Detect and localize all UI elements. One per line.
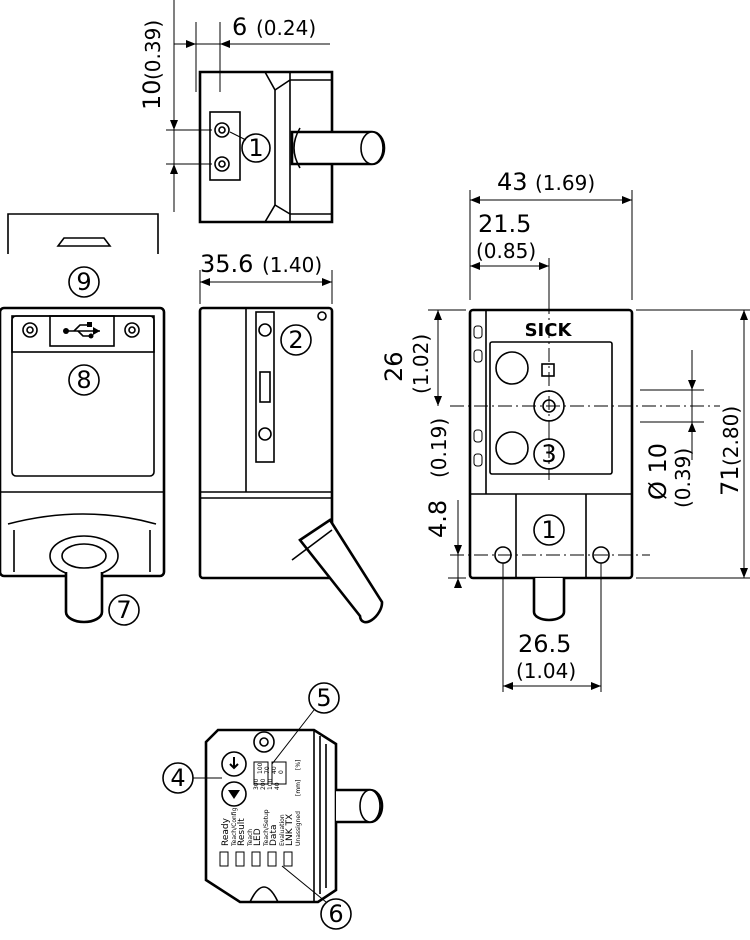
top-view: 6 (0.24) 10 (0.39) 1 xyxy=(138,0,386,224)
dim-hole-spacing: 26.5 xyxy=(518,630,571,658)
callout-2: 2 xyxy=(288,326,303,354)
led-data xyxy=(267,851,277,867)
usb-icon xyxy=(63,322,100,339)
dim-top-width-in: (0.24) xyxy=(256,16,316,40)
scale-100: 100 xyxy=(267,778,274,790)
led-led xyxy=(251,851,261,867)
scale-unit-pct: [%] xyxy=(295,760,302,770)
side-view: 2 35.6 (1.40) xyxy=(198,250,384,624)
dim-side-depth: 35.6 xyxy=(200,250,253,278)
led-data-sub: Evaluation xyxy=(279,814,286,846)
scale-200: 200 xyxy=(260,778,267,790)
scale-r-0: 0 xyxy=(278,770,285,774)
dim-optic-diameter: Ø 10 xyxy=(644,443,672,500)
dim-front-center: 21.5 xyxy=(478,210,531,238)
scale-unit-mm: [mm] xyxy=(295,780,302,796)
usb-cover-view: 9 xyxy=(7,213,159,298)
control-panel-view: 300 200 100 40 100 70 40 0 [mm] [%] Read… xyxy=(162,682,384,930)
callout-9: 9 xyxy=(76,268,91,296)
dim-hole-spacing-in: (1.04) xyxy=(516,659,576,683)
led-result-sub: Teach xyxy=(247,829,254,847)
led-lnktx-label: LNK TX xyxy=(285,814,295,846)
dim-top-width: 6 xyxy=(232,13,247,41)
dim-front-optic-height: 26 xyxy=(380,351,408,382)
vent-marks xyxy=(473,325,483,467)
dim-front-optic-height-in: (1.02) xyxy=(409,334,433,394)
scale-r-70: 70 xyxy=(264,766,271,774)
callout-6: 6 xyxy=(328,900,343,928)
led-ready-sub: Teach/Config xyxy=(231,807,238,847)
dim-front-width: 43 xyxy=(497,168,528,196)
dim-top-height: 10 xyxy=(138,79,166,110)
scale-40: 40 xyxy=(274,782,281,790)
dim-front-center-in: (0.85) xyxy=(476,239,536,263)
scale-300: 300 xyxy=(253,778,260,790)
led-ready xyxy=(219,851,229,867)
callout-5: 5 xyxy=(316,684,331,712)
dim-front-hole-offset: 4.8 xyxy=(424,500,452,538)
led-led-label: LED xyxy=(253,828,263,846)
led-lnktx-sub: Unassigned xyxy=(295,811,302,846)
dim-front-height-in: (2.80) xyxy=(719,406,743,466)
callout-1-top: 1 xyxy=(248,134,263,162)
led-led-sub: Teach/Setup xyxy=(263,809,270,847)
callout-7: 7 xyxy=(116,596,131,624)
front-view: SICK 3 1 43 (1.69) xyxy=(380,168,750,692)
dim-front-height: 71 xyxy=(716,465,744,496)
back-view: 8 7 xyxy=(0,306,166,626)
led-lnktx xyxy=(283,851,293,867)
dim-front-hole-offset-in: (0.19) xyxy=(427,418,451,478)
led-result xyxy=(235,851,245,867)
led-ready-label: Ready xyxy=(221,817,231,846)
callout-4: 4 xyxy=(170,764,185,792)
dim-optic-diameter-in: (0.39) xyxy=(671,448,695,508)
dim-side-depth-in: (1.40) xyxy=(262,253,322,277)
callout-1-front: 1 xyxy=(541,516,556,544)
led-result-label: Result xyxy=(237,818,247,846)
scale-r-100: 100 xyxy=(257,762,264,774)
dim-front-width-in: (1.69) xyxy=(535,171,595,195)
led-data-label: Data xyxy=(269,825,279,847)
scale-r-40: 40 xyxy=(271,766,278,774)
callout-8: 8 xyxy=(76,366,91,394)
dim-top-height-in: (0.39) xyxy=(141,20,165,80)
